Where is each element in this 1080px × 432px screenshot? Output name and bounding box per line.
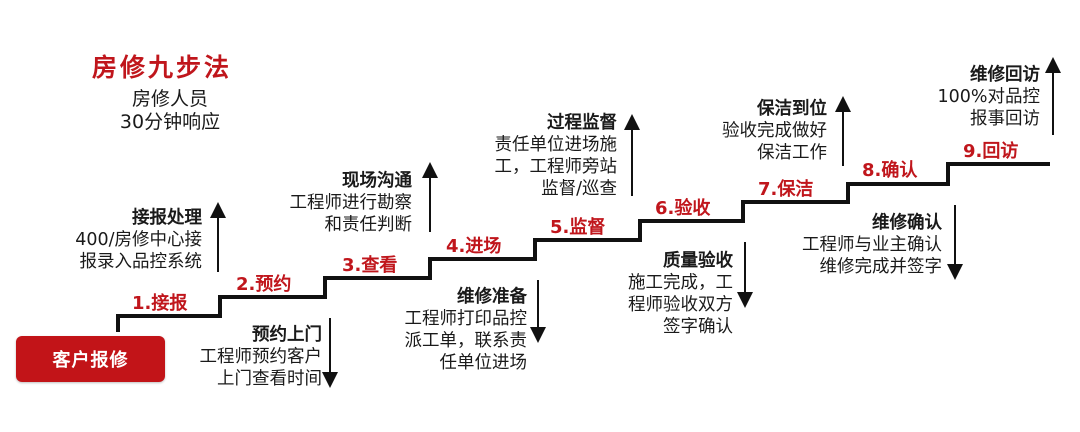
step-label: 7.保洁 <box>758 179 814 200</box>
note-prepare: 维修准备 工程师打印品控 派工单，联系责 任单位进场 <box>365 286 528 374</box>
step-label: 8.确认 <box>862 160 918 181</box>
step-label: 1.接报 <box>132 293 188 314</box>
subtitle-line: 房修人员 <box>131 88 208 110</box>
note-cleaning: 保洁到位 验收完成做好 保洁工作 <box>672 98 827 164</box>
step-label: 5.监督 <box>550 217 606 238</box>
step-label: 4.进场 <box>446 236 502 257</box>
note-line: 工程师与业主确认 <box>802 235 942 255</box>
note-line: 施工完成，工 <box>628 273 733 293</box>
note-head: 接报处理 <box>132 208 202 228</box>
note-head: 现场沟通 <box>342 171 412 191</box>
note-receive: 接报处理 400/房修中心接 报录入品控系统 <box>40 207 202 273</box>
note-line: 工程师进行勘察 <box>289 193 413 213</box>
note-line: 责任单位进场施 <box>494 135 618 155</box>
note-line: 工，工程师旁站 <box>494 157 618 177</box>
note-line: 和责任判断 <box>324 215 413 235</box>
note-head: 维修准备 <box>457 287 527 307</box>
step-label: 6.验收 <box>655 198 711 219</box>
note-head: 维修确认 <box>872 213 942 233</box>
note-appointment: 预约上门 工程师预约客户 上门查看时间 <box>160 324 323 390</box>
note-line: 保洁工作 <box>757 143 827 163</box>
note-head: 维修回访 <box>970 65 1040 85</box>
note-confirm: 维修确认 工程师与业主确认 维修完成并签字 <box>770 212 942 278</box>
note-onsite: 现场沟通 工程师进行勘察 和责任判断 <box>250 170 413 236</box>
note-line: 验收完成做好 <box>722 121 827 141</box>
note-head: 预约上门 <box>252 325 322 345</box>
note-line: 报录入品控系统 <box>79 252 203 272</box>
note-head: 质量验收 <box>663 251 733 271</box>
note-line: 程师验收双方 <box>628 295 733 315</box>
note-line: 报事回访 <box>970 109 1040 129</box>
note-line: 任单位进场 <box>439 353 528 373</box>
start-button: 客户报修 <box>16 336 165 382</box>
step-label: 2.预约 <box>236 274 292 295</box>
note-line: 维修完成并签字 <box>819 257 943 277</box>
note-line: 100%对品控 <box>937 87 1040 107</box>
note-head: 过程监督 <box>547 113 617 133</box>
step-label: 3.查看 <box>342 255 398 276</box>
staircase-line <box>116 162 1050 332</box>
step-label: 9.回访 <box>963 141 1019 162</box>
note-line: 监督/巡查 <box>541 179 617 199</box>
note-line: 400/房修中心接 <box>75 230 202 250</box>
subtitle-line: 30分钟响应 <box>119 111 221 133</box>
note-acceptance: 质量验收 施工完成，工 程师验收双方 签字确认 <box>585 250 733 338</box>
note-line: 派工单，联系责 <box>404 331 528 351</box>
note-line: 上门查看时间 <box>217 369 322 389</box>
note-supervise: 过程监督 责任单位进场施 工，工程师旁站 监督/巡查 <box>455 112 618 200</box>
note-revisit: 维修回访 100%对品控 报事回访 <box>880 64 1040 130</box>
note-line: 工程师打印品控 <box>404 309 528 329</box>
note-line: 签字确认 <box>663 317 733 337</box>
subtitle: 房修人员 30分钟响应 <box>100 88 240 134</box>
note-line: 工程师预约客户 <box>199 347 323 367</box>
note-head: 保洁到位 <box>757 99 827 119</box>
diagram-title: 房修九步法 <box>92 53 233 82</box>
